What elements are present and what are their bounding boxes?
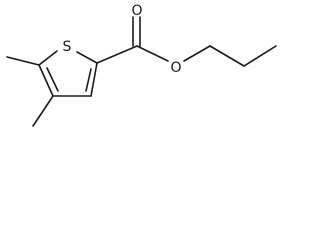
bond-c5-c4: [38, 64, 54, 97]
sulfur-atom-label: S: [63, 39, 72, 55]
bond-c5-methyl: [6, 56, 40, 66]
structure-canvas: S O O: [6, 3, 277, 127]
bond-ester-o-ch2: [183, 45, 211, 62]
chemical-structure: S O O: [6, 3, 277, 127]
bond-ch2-ch2: [209, 45, 245, 67]
bond-c3-c2: [90, 62, 98, 97]
double-bond-c4-c5-inner: [46, 67, 59, 92]
bond-ch2-ch3: [243, 45, 277, 67]
bond-s-c5: [38, 50, 58, 66]
bond-c2-carbonyl: [96, 45, 138, 64]
bond-carbonyl-ester-o: [136, 45, 169, 62]
bond-s-c2: [76, 51, 98, 64]
double-bond-c2-c3-inner: [85, 68, 92, 92]
atom-labels: S O O: [63, 3, 182, 76]
carbonyl-oxygen-label: O: [131, 3, 142, 19]
ester-oxygen-label: O: [170, 60, 181, 76]
bonds: [6, 16, 277, 127]
bond-c4-methyl: [32, 95, 54, 127]
